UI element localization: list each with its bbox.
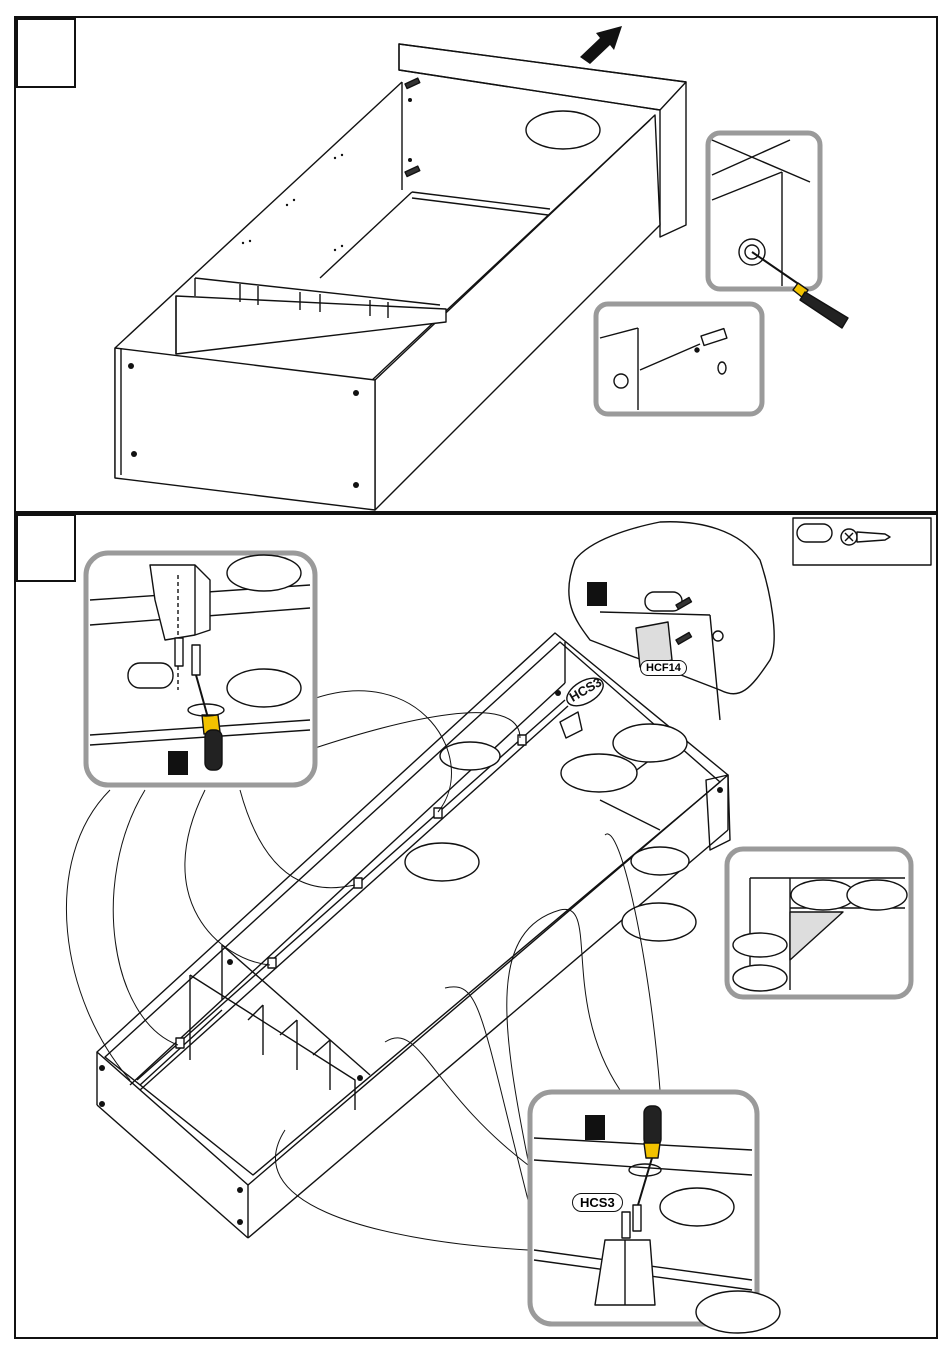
callout-d-label-oval	[696, 1291, 780, 1333]
legend-box	[793, 518, 931, 565]
part-label-hcf14: HCF14	[640, 660, 687, 676]
screwdriver-icon	[644, 1106, 661, 1158]
callout-bracket-screw-left	[86, 553, 315, 785]
callout-dowel	[596, 304, 762, 414]
screwdriver-icon	[793, 283, 848, 328]
bracket-icon	[595, 1240, 655, 1305]
part-label-hcs3-b: HCS3	[572, 1193, 623, 1212]
screwdriver-icon	[202, 715, 222, 770]
step-marker-b	[587, 582, 607, 606]
screw-icon	[175, 638, 183, 666]
callout-cam-lock	[708, 133, 848, 328]
step-marker-c	[585, 1115, 605, 1140]
callout-corner-detail	[727, 849, 911, 997]
callout-bracket-screw-bottom	[530, 1092, 757, 1324]
screw-icon	[622, 1212, 630, 1238]
bed-frame-step1	[115, 26, 686, 510]
arrow-icon	[580, 26, 622, 64]
step-marker-a	[168, 751, 188, 775]
